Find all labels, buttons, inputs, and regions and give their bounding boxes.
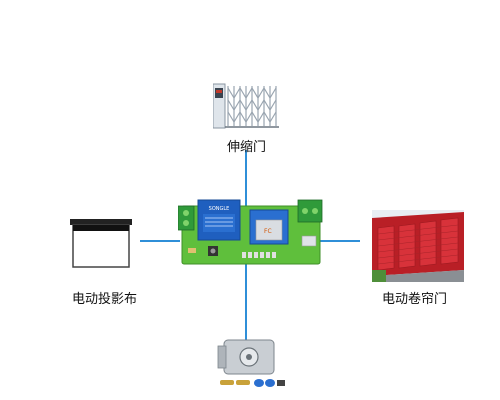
node-label-right: 电动卷帘门 (382, 292, 448, 307)
svg-text:FC: FC (264, 228, 272, 235)
connector-line-top (245, 150, 247, 210)
relay-brand-text: SONGLE (209, 206, 230, 212)
node-label-top: 伸缩门 (227, 140, 267, 155)
connector-line-right (320, 240, 360, 242)
node-label-left: 电动投影布 (72, 292, 138, 307)
rolling-shutter-door-icon (372, 210, 464, 282)
connector-line-left (140, 240, 180, 242)
electronic-door-lock-icon (217, 339, 285, 387)
projector-screen-icon (70, 219, 132, 268)
connector-line-bottom (245, 262, 247, 340)
retractable-gate-icon (213, 83, 279, 129)
relay-board-icon: SONGLE FC (178, 199, 323, 265)
